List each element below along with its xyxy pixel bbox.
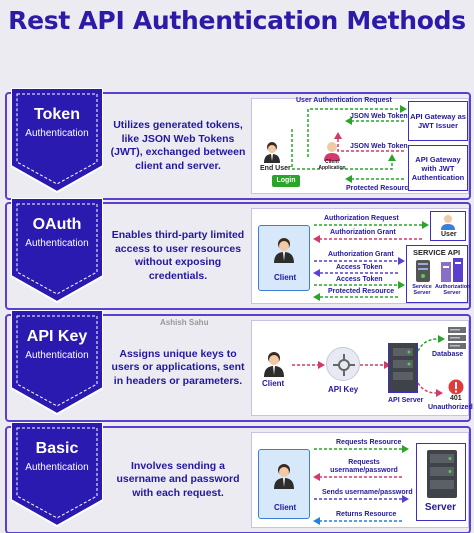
client-person-icon — [272, 237, 296, 268]
database-label: Database — [432, 351, 464, 358]
unauthorized-code: 401 — [450, 395, 462, 402]
section-subtitle: Authentication — [25, 238, 89, 249]
section-subtitle: Authentication — [25, 128, 89, 139]
section-title: Token — [34, 106, 80, 123]
section-title: OAuth — [32, 216, 82, 233]
server-icon — [427, 450, 457, 498]
authorization-server-icon — [441, 258, 463, 282]
access-token-label-2: Access Token — [336, 276, 383, 283]
alert-icon — [448, 379, 464, 395]
authorization-server-label: Authorization Server — [435, 284, 471, 296]
end-user-icon — [262, 141, 282, 168]
basic-arrows — [313, 445, 409, 525]
api-server-box — [388, 343, 418, 393]
end-user-label: End User — [260, 165, 291, 172]
page-title: Rest API Authentication Methods — [8, 6, 466, 35]
api-key-diagram: Client API Key API Server Database 401 U… — [251, 320, 473, 416]
section-description: Assigns unique keys to users or applicat… — [111, 347, 245, 387]
protected-resource-label: Protected Resource — [328, 288, 395, 295]
section-frame — [5, 92, 471, 200]
ribbon-shape — [11, 310, 103, 416]
api-key-circle — [326, 347, 360, 381]
returns-resource-label: Returns Resource — [336, 511, 397, 518]
service-api-box: SERVICE API Service Server Authorization… — [406, 245, 471, 303]
section-frame — [5, 202, 471, 310]
jwt-label-1: JSON Web Token — [350, 113, 408, 120]
basic-diagram: Client Requests Resource Requests userna… — [251, 432, 469, 528]
oauth-diagram: Client Authorization Request Authorizati… — [251, 208, 471, 304]
client-label: Client — [274, 273, 297, 282]
database-icon — [448, 327, 466, 349]
ribbon-shape — [11, 422, 103, 528]
api-server-icon — [393, 348, 413, 380]
login-button[interactable]: Login — [272, 175, 300, 187]
service-server-icon — [416, 260, 430, 282]
jwt-label-2: JSON Web Token — [350, 143, 408, 150]
ribbon-badge: OAuth Authentication — [11, 198, 103, 304]
api-server-label: API Server — [388, 397, 424, 404]
client-label: Client — [262, 379, 285, 388]
section-token: Token Authentication Utilizes generated … — [5, 88, 471, 200]
client-application-label: Client Application — [318, 159, 346, 171]
section-basic: Basic Authentication Involves sending a … — [5, 422, 471, 533]
token-diagram: User Authentication Request End User Log… — [251, 97, 469, 194]
requests-resource-label: Requests Resource — [336, 439, 402, 446]
oauth-arrows — [313, 221, 429, 301]
ribbon-shape — [11, 88, 103, 194]
user-icon — [441, 215, 455, 230]
section-api-key: API Key Authentication Assigns unique ke… — [5, 310, 473, 422]
authorization-request-label: Authorization Request — [324, 215, 399, 222]
server-label: Server — [424, 502, 457, 513]
ribbon-shape — [11, 198, 103, 304]
protected-resource-label: Protected Resource — [346, 185, 413, 192]
section-title: Basic — [35, 440, 79, 457]
token-arrows — [291, 105, 407, 183]
service-api-label: SERVICE API — [413, 248, 461, 257]
user-auth-request-label: User Authentication Request — [296, 97, 392, 104]
client-application-icon — [322, 141, 342, 166]
section-description: Enables third-party limited access to us… — [111, 229, 245, 282]
client-label: Client — [274, 503, 297, 512]
watermark: Ashish Sahu — [160, 318, 209, 327]
client-person-icon — [262, 351, 286, 382]
section-subtitle: Authentication — [25, 462, 89, 473]
access-token-label-1: Access Token — [336, 264, 383, 271]
section-title: API Key — [26, 328, 88, 345]
unauthorized-label: Unauthorized — [428, 404, 473, 411]
section-description: Utilizes generated tokens, like JSON Web… — [110, 119, 246, 172]
section-subtitle: Authentication — [25, 350, 89, 361]
gateway-validator-box: API Gateway with JWT Authentication — [408, 145, 468, 191]
ribbon-badge: Token Authentication — [11, 88, 103, 194]
client-person-icon — [272, 463, 296, 494]
sends-credentials-label: Sends username/password — [322, 489, 413, 496]
authorization-grant-label-2: Authorization Grant — [328, 251, 394, 258]
service-server-label: Service Server — [412, 284, 432, 296]
api-key-arrows — [292, 335, 445, 397]
key-icon — [333, 354, 355, 376]
user-box: User — [430, 211, 466, 241]
server-box: Server — [416, 443, 466, 521]
section-oauth: OAuth Authentication Enables third-party… — [5, 198, 471, 310]
api-key-label: API Key — [328, 385, 359, 394]
ribbon-badge: API Key Authentication — [11, 310, 103, 416]
section-description: Involves sending a username and password… — [116, 459, 240, 499]
user-label: User — [441, 231, 457, 238]
requests-credentials-label: Requests username/password — [330, 459, 398, 474]
gateway-issuer-box: API Gateway as JWT Issuer — [408, 101, 468, 141]
authorization-grant-label-1: Authorization Grant — [330, 229, 396, 236]
ribbon-badge: Basic Authentication — [11, 422, 103, 528]
section-frame — [5, 314, 471, 422]
